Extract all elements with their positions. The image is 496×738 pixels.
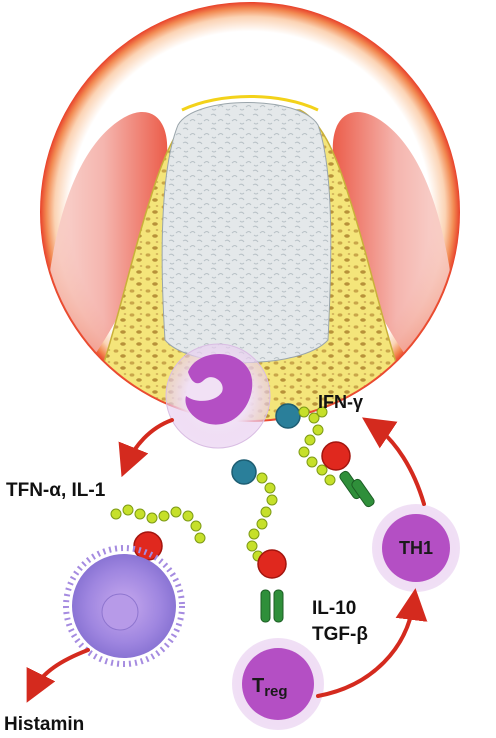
- arrow-macrophage-to-tnf: [126, 420, 172, 466]
- central-bead-chain: [247, 473, 277, 561]
- tgf-beta-label: TGF-β: [312, 624, 368, 645]
- signal-arrows: [32, 420, 424, 696]
- histamin-label: Histamin: [4, 714, 84, 735]
- arrow-mast-to-histamin: [32, 650, 88, 692]
- macrophage-cell: [166, 344, 270, 448]
- treg-cell: Treg: [232, 638, 324, 730]
- tooth-root: [162, 103, 331, 363]
- treg-label-main: T: [252, 675, 264, 697]
- teal-receptor-ball-1: [276, 404, 300, 428]
- mast-cell: [66, 548, 182, 664]
- ifn-receptor: [338, 470, 375, 508]
- treg-label-sub: reg: [264, 683, 287, 700]
- mast-cell-nucleus: [102, 594, 138, 630]
- il10-label: IL-10: [312, 598, 356, 619]
- il10-receptor: [261, 590, 283, 622]
- th1-label: TH1: [399, 538, 433, 558]
- arrow-th1-to-ifn: [372, 424, 424, 504]
- ifn-gamma-label: IFN-γ: [318, 392, 363, 412]
- tnf-il1-label: TFN-α, IL-1: [6, 480, 106, 501]
- teal-receptor-ball-2: [232, 460, 256, 484]
- il10-red-ball: [258, 550, 286, 578]
- ifn-red-ball: [322, 442, 350, 470]
- th1-cell: TH1: [372, 504, 460, 592]
